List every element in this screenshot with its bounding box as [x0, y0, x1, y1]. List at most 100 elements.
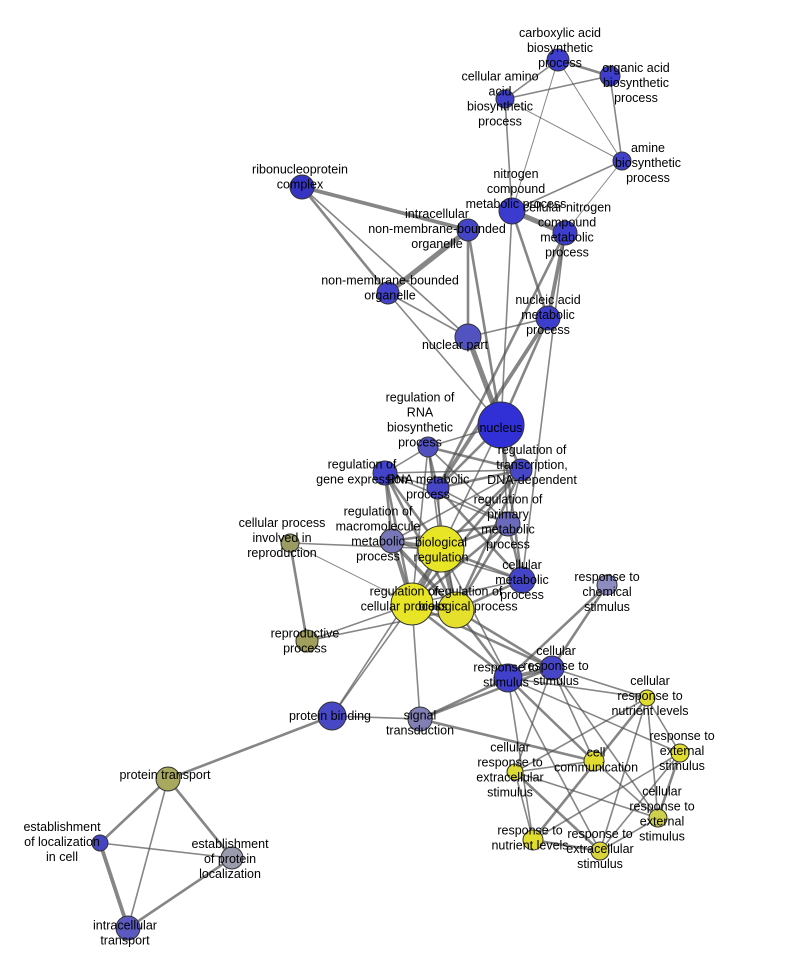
edge-nonmembrane-nucleus [387, 292, 502, 426]
edge-respexternal-cellrespexternal [656, 751, 682, 820]
edge-cellrespextracell-respextracell [513, 770, 602, 853]
node-proteinbinding[interactable] [317, 701, 347, 731]
node-cellrespstim[interactable] [539, 655, 565, 681]
edge-respstim-cellcomm [506, 676, 596, 763]
node-respchemical[interactable] [596, 574, 618, 596]
edge-proteintransport-intracelltrans [127, 778, 169, 929]
edge-aminoacid-organicacid [504, 75, 611, 100]
edge-respstim-signaltrans [418, 676, 510, 721]
edge-estabprotloc-intracelltrans [126, 856, 234, 930]
node-respextracell[interactable] [590, 841, 610, 861]
node-reggene[interactable] [372, 460, 398, 486]
edge-proteinbinding-signaltrans [331, 715, 421, 720]
edge-carbox-amine [557, 59, 623, 162]
node-estabprotloc[interactable] [220, 846, 244, 870]
edge-intranmb-nonmembrane [385, 227, 471, 296]
node-respexternal[interactable] [670, 743, 690, 763]
node-carbox[interactable] [546, 48, 570, 72]
edge-cellrespnutrient-respextracell [599, 697, 648, 852]
node-respnutrient[interactable] [522, 829, 544, 851]
edge-respexternal-respextracell [599, 752, 681, 852]
edge-cellrespextracell-cellrespexternal [514, 771, 659, 819]
node-cellmetabolic[interactable] [508, 566, 536, 594]
node-regprimary[interactable] [495, 511, 521, 537]
edge-nuclearpart-nucleicacid [467, 317, 549, 338]
node-regcellular[interactable] [390, 582, 434, 626]
edge-amine-nitrogen [511, 160, 623, 212]
edge-aminoacid-nitrogen [504, 98, 513, 212]
edge-proteinbinding-proteintransport [166, 714, 334, 781]
edge-respstim-respnutrient [507, 677, 534, 841]
node-nonmembrane[interactable] [376, 281, 400, 305]
node-proteintransport[interactable] [155, 766, 181, 792]
edge-intranmb-nucleus [466, 228, 503, 427]
edge-cellrespstim-cellrespnutrient [551, 667, 648, 699]
edge-cellprocrepro-regcellular [289, 542, 413, 605]
edge-aminoacid-amine [504, 98, 623, 162]
node-reproprocess[interactable] [295, 629, 319, 653]
node-cellcomm[interactable] [583, 750, 605, 772]
edge-respexternal-respnutrient [532, 752, 681, 841]
edge-regrna-regprimary [427, 446, 509, 525]
node-organicacid[interactable] [599, 65, 621, 87]
edge-cellrespnutrient-respexternal [646, 697, 681, 754]
node-intranmb[interactable] [456, 218, 480, 242]
edge-respnutrient-respextracell [531, 838, 602, 853]
edge-cellnitrogen-rnametabolic [436, 231, 567, 490]
node-regtranscription[interactable] [509, 458, 533, 482]
node-ribonucleo[interactable] [289, 174, 315, 200]
edge-layer [98, 58, 682, 930]
node-rnametabolic[interactable] [426, 476, 450, 500]
edge-nonmembrane-nuclearpart [387, 292, 469, 338]
edge-regbiological-cellrespstim [454, 608, 554, 670]
node-layer [91, 48, 690, 941]
edge-cellrespstim-cellrespexternal [551, 667, 659, 819]
node-cellprocrepro[interactable] [280, 533, 300, 553]
edge-proteinbinding-bioregulation [331, 548, 442, 717]
edge-ribonucleo-intranmb [300, 185, 470, 232]
node-regrna[interactable] [417, 436, 439, 458]
edge-proteintransport-establoccell [98, 777, 170, 845]
edge-cellcomm-cellrespextracell [514, 760, 595, 773]
node-cellrespnutrient[interactable] [638, 689, 656, 707]
node-cellrespexternal[interactable] [648, 808, 668, 828]
edge-cellnitrogen-cellmetabolic [521, 232, 566, 581]
edge-nitrogen-nucleus [500, 210, 513, 426]
edge-organicacid-amine [609, 75, 623, 162]
node-regbiological[interactable] [437, 591, 475, 629]
edge-ribonucleo-nonmembrane [300, 185, 390, 295]
node-cellrespextracell[interactable] [506, 763, 524, 781]
edge-ribonucleo-nuclearpart [301, 186, 469, 338]
node-nucleicacid[interactable] [535, 305, 561, 331]
edge-respstim-cellrespnutrient [507, 677, 648, 699]
edge-respstim-respextracell [507, 677, 601, 852]
node-intracelltrans[interactable] [115, 915, 141, 941]
edge-cellnitrogen-nucleicacid [546, 231, 567, 320]
edge-proteinbinding-regcellular [331, 603, 413, 717]
edge-rnametabolic-regprimary [437, 487, 509, 525]
node-bioregulation[interactable] [417, 525, 465, 573]
node-signaltrans[interactable] [407, 706, 433, 732]
edge-establoccell-estabprotloc [99, 842, 233, 859]
node-respstim[interactable] [493, 663, 523, 693]
node-nucleus[interactable] [477, 401, 525, 449]
node-regmacro[interactable] [379, 528, 405, 554]
node-establoccell[interactable] [91, 834, 109, 852]
node-nuclearpart[interactable] [454, 323, 482, 351]
edge-cellrespnutrient-cellrespextracell [514, 697, 648, 773]
node-aminoacid[interactable] [495, 89, 515, 109]
edge-cellrespexternal-respextracell [599, 817, 659, 852]
node-amine[interactable] [612, 151, 632, 171]
edge-bioregulation-respstim [440, 548, 509, 679]
node-cellnitrogen[interactable] [552, 220, 578, 246]
edge-cellrespstim-signaltrans [418, 666, 554, 721]
edge-cellprocrepro-bioregulation [289, 542, 442, 550]
edge-respstim-respexternal [507, 677, 681, 754]
node-nitrogen[interactable] [498, 197, 526, 225]
edge-establoccell-intracelltrans [98, 841, 130, 930]
